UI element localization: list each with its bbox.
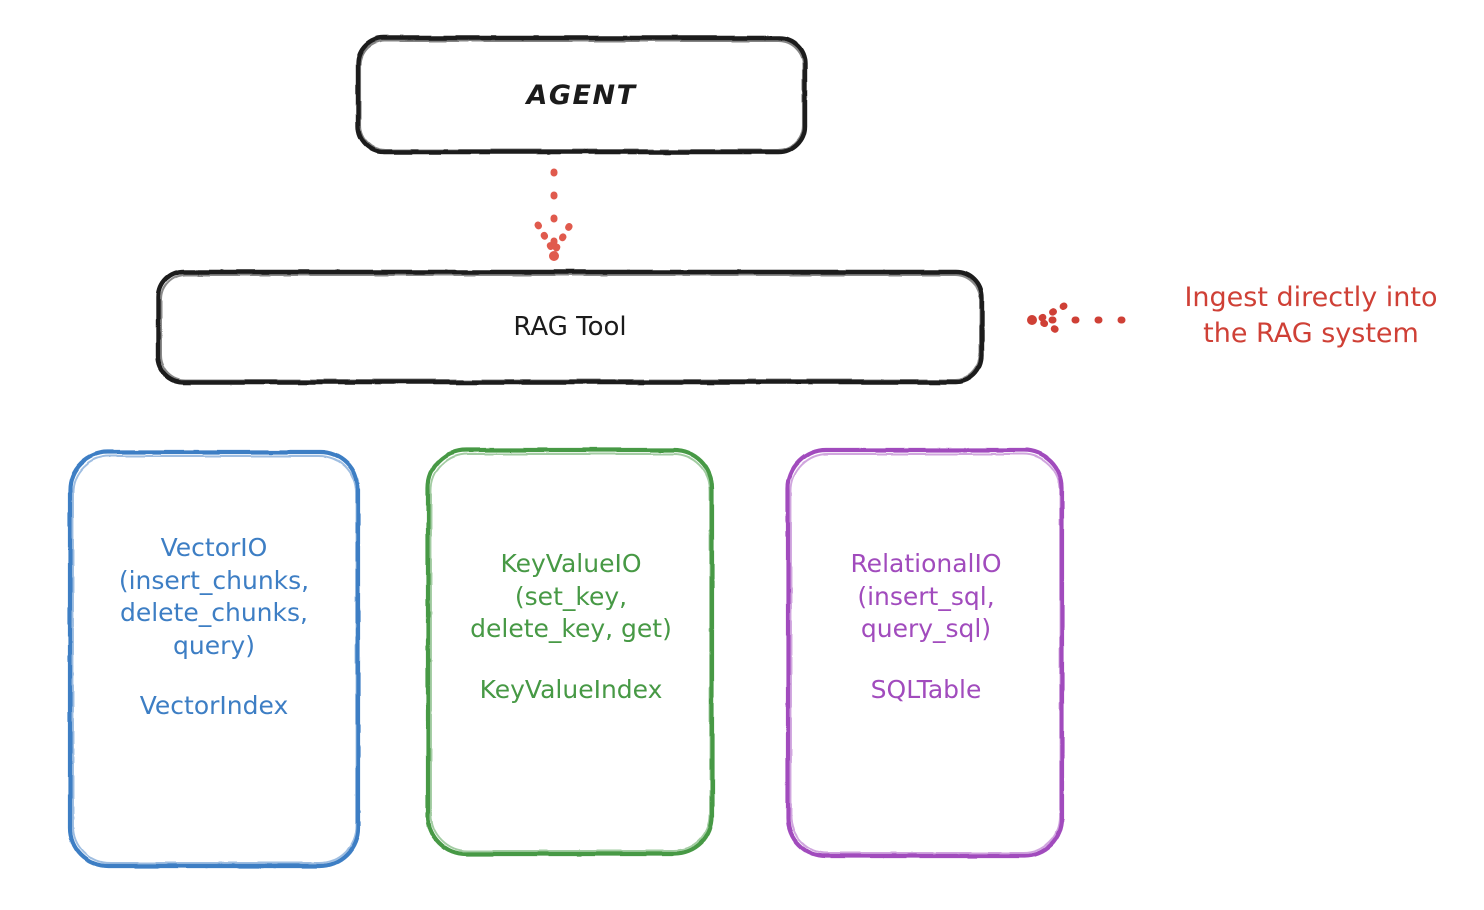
agent-box-outline[interactable] (355, 35, 808, 155)
vector-io-box-outline[interactable] (67, 449, 361, 869)
ingest-note-connector (1027, 302, 1126, 338)
key-value-io-box-outline[interactable] (425, 447, 715, 857)
agent-to-rag-connector (534, 168, 574, 261)
rag-tool-box-outline[interactable] (155, 269, 985, 385)
relational-io-box-outline[interactable] (785, 447, 1065, 859)
